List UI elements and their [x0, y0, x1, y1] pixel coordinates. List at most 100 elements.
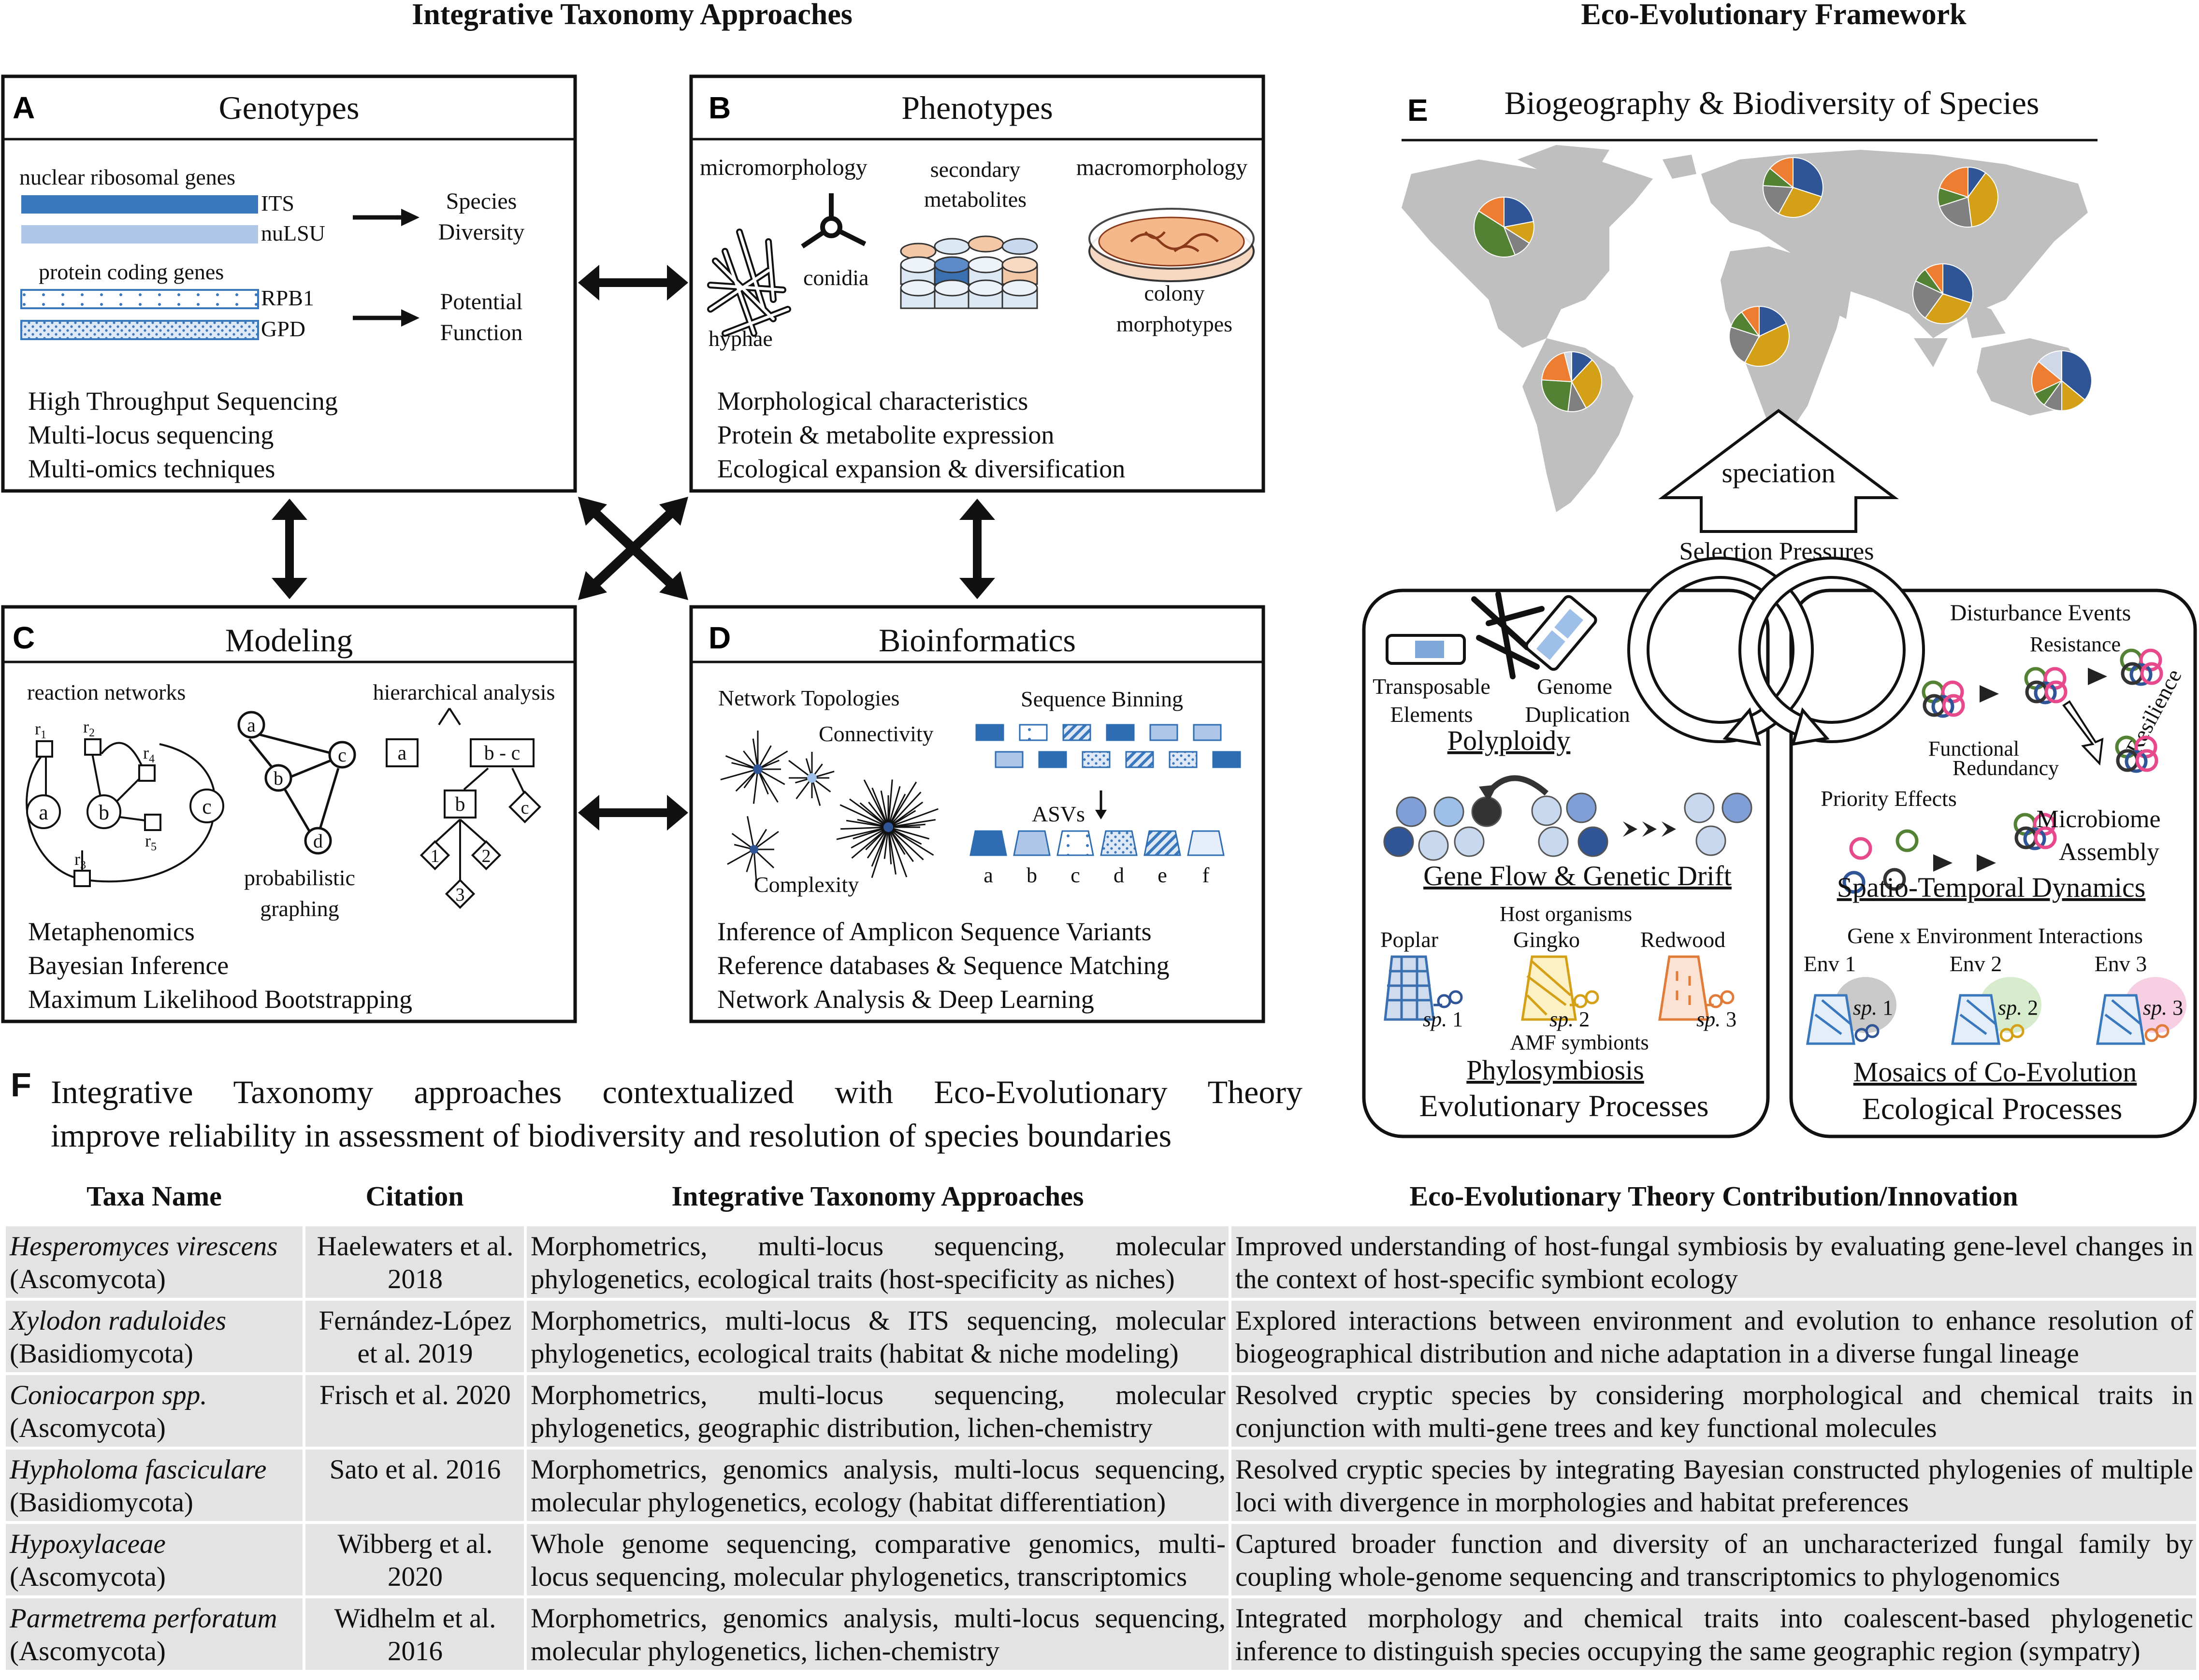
panel-c-item-3: Maximum Likelihood Bootstrapping [28, 985, 412, 1014]
cell-approaches: Morphometrics, genomics analysis, multi-… [524, 1595, 1231, 1673]
asv-label: f [1202, 863, 1210, 887]
sequence-bin [1082, 751, 1111, 768]
panel-c-item-1: Metaphenomics [28, 917, 195, 946]
network-edge [887, 786, 901, 828]
cell-contribution: Resolved cryptic species by considering … [1229, 1372, 2199, 1450]
label-complexity: Complexity [754, 872, 859, 897]
panel-e-title: Biogeography & Biodiversity of Species [1505, 85, 2040, 121]
network-hub [753, 764, 763, 774]
community-ring [2140, 662, 2163, 685]
label-resistance: Resistance [2030, 632, 2121, 656]
network-edge [846, 819, 889, 828]
evolutionary-processes-box [1362, 589, 1770, 1138]
network-edge [731, 833, 754, 850]
network-edge [853, 826, 889, 840]
pie-slice [1478, 196, 1505, 228]
cell-citation: Fernández-López et al. 2019 [303, 1298, 527, 1375]
pie-slice [2031, 361, 2063, 394]
label-morphotypes: morphotypes [1116, 312, 1232, 336]
gpd-bar [20, 320, 259, 340]
pg-node-d: d [313, 830, 323, 852]
taxon-group: (Ascomycota) [10, 1264, 166, 1294]
panel-b-phenotypes: B Phenotypes micromorphology hyphae [689, 74, 1265, 493]
rn-r5: r5 [145, 831, 157, 853]
nulsu-bar [21, 225, 258, 244]
col-taxa-name: Taxa Name [87, 1180, 222, 1212]
heading-eco-evolutionary: Eco-Evolutionary Framework [1581, 0, 1967, 31]
label-polyploidy: Polyploidy [1447, 725, 1571, 756]
environment-icons [1806, 977, 2186, 1045]
network-edge [880, 790, 889, 828]
label-assembly: Assembly [2059, 838, 2159, 866]
species-diversity-line1: Species [446, 188, 517, 214]
cell-approaches: Morphometrics, multi-locus & ITS sequenc… [524, 1298, 1231, 1375]
label-ecological-processes: Ecological Processes [1862, 1091, 2123, 1126]
network-edge [735, 768, 759, 792]
community-ring [2125, 750, 2148, 773]
sequence-bin [1125, 751, 1154, 768]
network-edge [887, 827, 908, 877]
network-edge [753, 831, 779, 850]
panel-c-item-2: Bayesian Inference [28, 951, 229, 980]
label-metabolites: metabolites [924, 187, 1027, 212]
allele-circle [1418, 830, 1449, 861]
panel-f-title-line1: Integrative Taxonomy approaches contextu… [51, 1074, 1302, 1110]
community-ring [2023, 827, 2046, 850]
probabilistic-graph-drawing [237, 711, 356, 855]
network-hub [883, 822, 893, 832]
speciation-arrow [1658, 409, 1899, 533]
panel-f-letter: F [11, 1066, 31, 1104]
label-priority-effects: Priority Effects [1821, 786, 1956, 811]
network-edge [727, 848, 754, 865]
allele-circle [1433, 796, 1464, 827]
heading-integrative-taxonomy: Integrative Taxonomy Approaches [412, 0, 853, 31]
network-edge [863, 779, 889, 828]
sequence-bin [995, 751, 1024, 768]
network-edge [868, 802, 889, 828]
hierarchical-tree-drawing [386, 707, 541, 909]
network-edge [840, 826, 889, 830]
label-env-sp-1: sp. 1 [1853, 996, 1893, 1019]
cell-approaches: Morphometrics, multi-locus sequencing, m… [524, 1223, 1231, 1301]
label-gene-flow: Gene Flow & Genetic Drift [1423, 860, 1732, 891]
panel-d-letter: D [709, 620, 731, 655]
label-probabilistic: probabilistic [244, 865, 355, 890]
allele-circle [1454, 826, 1485, 857]
table-row: Hypoxylaceae(Ascomycota)Wibberg et al. 2… [3, 1521, 2199, 1598]
pie-slice [1769, 157, 1794, 189]
cell-taxon: Coniocarpon spp.(Ascomycota) [3, 1372, 305, 1450]
asv-label: b [1027, 863, 1037, 887]
sequence-bin [1106, 724, 1135, 741]
pie-slice [1571, 359, 1602, 409]
panel-a-item-1: High Throughput Sequencing [28, 387, 338, 416]
pie-slice [1793, 157, 1824, 198]
pg-node-a: a [247, 714, 256, 736]
label-duplication: Duplication [1525, 702, 1630, 727]
label-env-1: Env 1 [1804, 951, 1856, 976]
network-drawings [720, 731, 939, 883]
panel-f-title-line2: improve reliability in assessment of bio… [51, 1117, 1172, 1154]
network-edge [753, 848, 775, 869]
rn-node-c: c [202, 795, 212, 818]
species-diversity-line2: Diversity [438, 219, 525, 245]
network-edge [888, 819, 936, 828]
panel-a-title: Genotypes [219, 89, 360, 126]
network-edge [888, 802, 924, 828]
label-disturbance-events: Disturbance Events [1950, 600, 2131, 626]
allele-circle [1566, 792, 1597, 823]
gene-flow-drawing [1383, 775, 1752, 861]
pie-slice [1729, 326, 1760, 363]
ecological-processes-box [1789, 589, 2197, 1138]
asv-trapezoid [1013, 830, 1051, 856]
sequence-bin [1212, 751, 1241, 768]
sequence-bin [1062, 724, 1091, 741]
network-edge [888, 808, 939, 828]
panel-a-genotypes: A Genotypes nuclear ribosomal genes ITS … [1, 74, 577, 493]
community-ring [1842, 871, 1866, 894]
transposable-element-icon [1386, 634, 1466, 665]
asv-trapezoid [1187, 830, 1225, 856]
asv-trapezoid [969, 830, 1007, 856]
network-edge [811, 777, 821, 806]
table-row: Xylodon raduloides(Basidiomycota)Fernánd… [3, 1298, 2199, 1375]
